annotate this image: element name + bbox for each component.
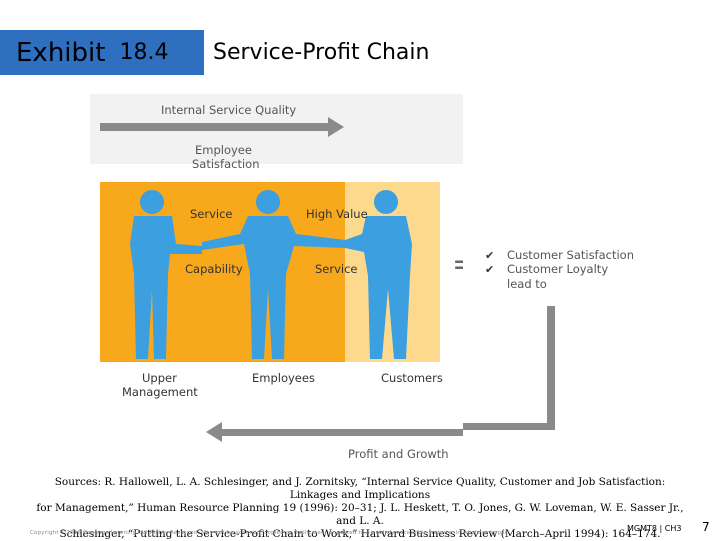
- check-icon: ✔: [485, 249, 494, 262]
- capability-label: Capability: [185, 262, 243, 276]
- internal-service-quality-label: Internal Service Quality: [161, 103, 296, 117]
- exhibit-label-box: Exhibit 18.4: [0, 30, 204, 75]
- profit-growth-arrow: [206, 422, 463, 442]
- service-label-2: Service: [315, 262, 358, 276]
- profit-and-growth-label: Profit and Growth: [348, 447, 449, 461]
- service-profit-chain-diagram: Internal Service Quality Employee Satisf…: [90, 94, 463, 461]
- employee-figure: [202, 190, 345, 359]
- lead-to-label: lead to: [507, 277, 547, 291]
- internal-service-quality-arrow: [100, 117, 344, 137]
- employee-satisfaction-label-line2: Satisfaction: [192, 157, 260, 171]
- customer-satisfaction-label: Customer Satisfaction: [507, 248, 633, 262]
- upper-management-label-line2: Management: [122, 385, 198, 399]
- employees-label: Employees: [252, 371, 315, 385]
- equals-sign: =: [452, 247, 463, 282]
- page-number: 7: [702, 520, 710, 534]
- copyright-notice: Copyright ©2016 Cengage Learning. All Ri…: [30, 530, 512, 536]
- course-label: MGMT8 | CH3: [627, 524, 682, 533]
- slide-title: Service-Profit Chain: [213, 40, 430, 65]
- employee-satisfaction-label-line1: Employee: [195, 143, 252, 157]
- customer-loyalty-label: Customer Loyalty: [507, 262, 608, 276]
- high-value-label: High Value: [306, 207, 368, 221]
- upper-management-figure: [130, 190, 202, 359]
- right-diagram-part: ✔ Customer Satisfaction ✔ Customer Loyal…: [463, 248, 633, 430]
- return-arrow-right-segment: [463, 306, 555, 430]
- upper-management-label-line1: Upper: [142, 371, 177, 385]
- check-icon: ✔: [485, 263, 494, 276]
- sources-citation: Sources: R. Hallowell, L. A. Schlesinger…: [30, 476, 690, 541]
- sources-line: for Management,” Human Resource Planning…: [36, 502, 684, 527]
- service-label: Service: [190, 207, 233, 221]
- customers-label: Customers: [381, 371, 443, 385]
- sources-line: Schlesinger, “Putting the Service-Profit…: [59, 528, 661, 540]
- exhibit-number: 18.4: [119, 40, 169, 65]
- customer-figure: [345, 190, 412, 359]
- exhibit-label: Exhibit: [16, 37, 106, 68]
- sources-line: Sources: R. Hallowell, L. A. Schlesinger…: [54, 476, 666, 501]
